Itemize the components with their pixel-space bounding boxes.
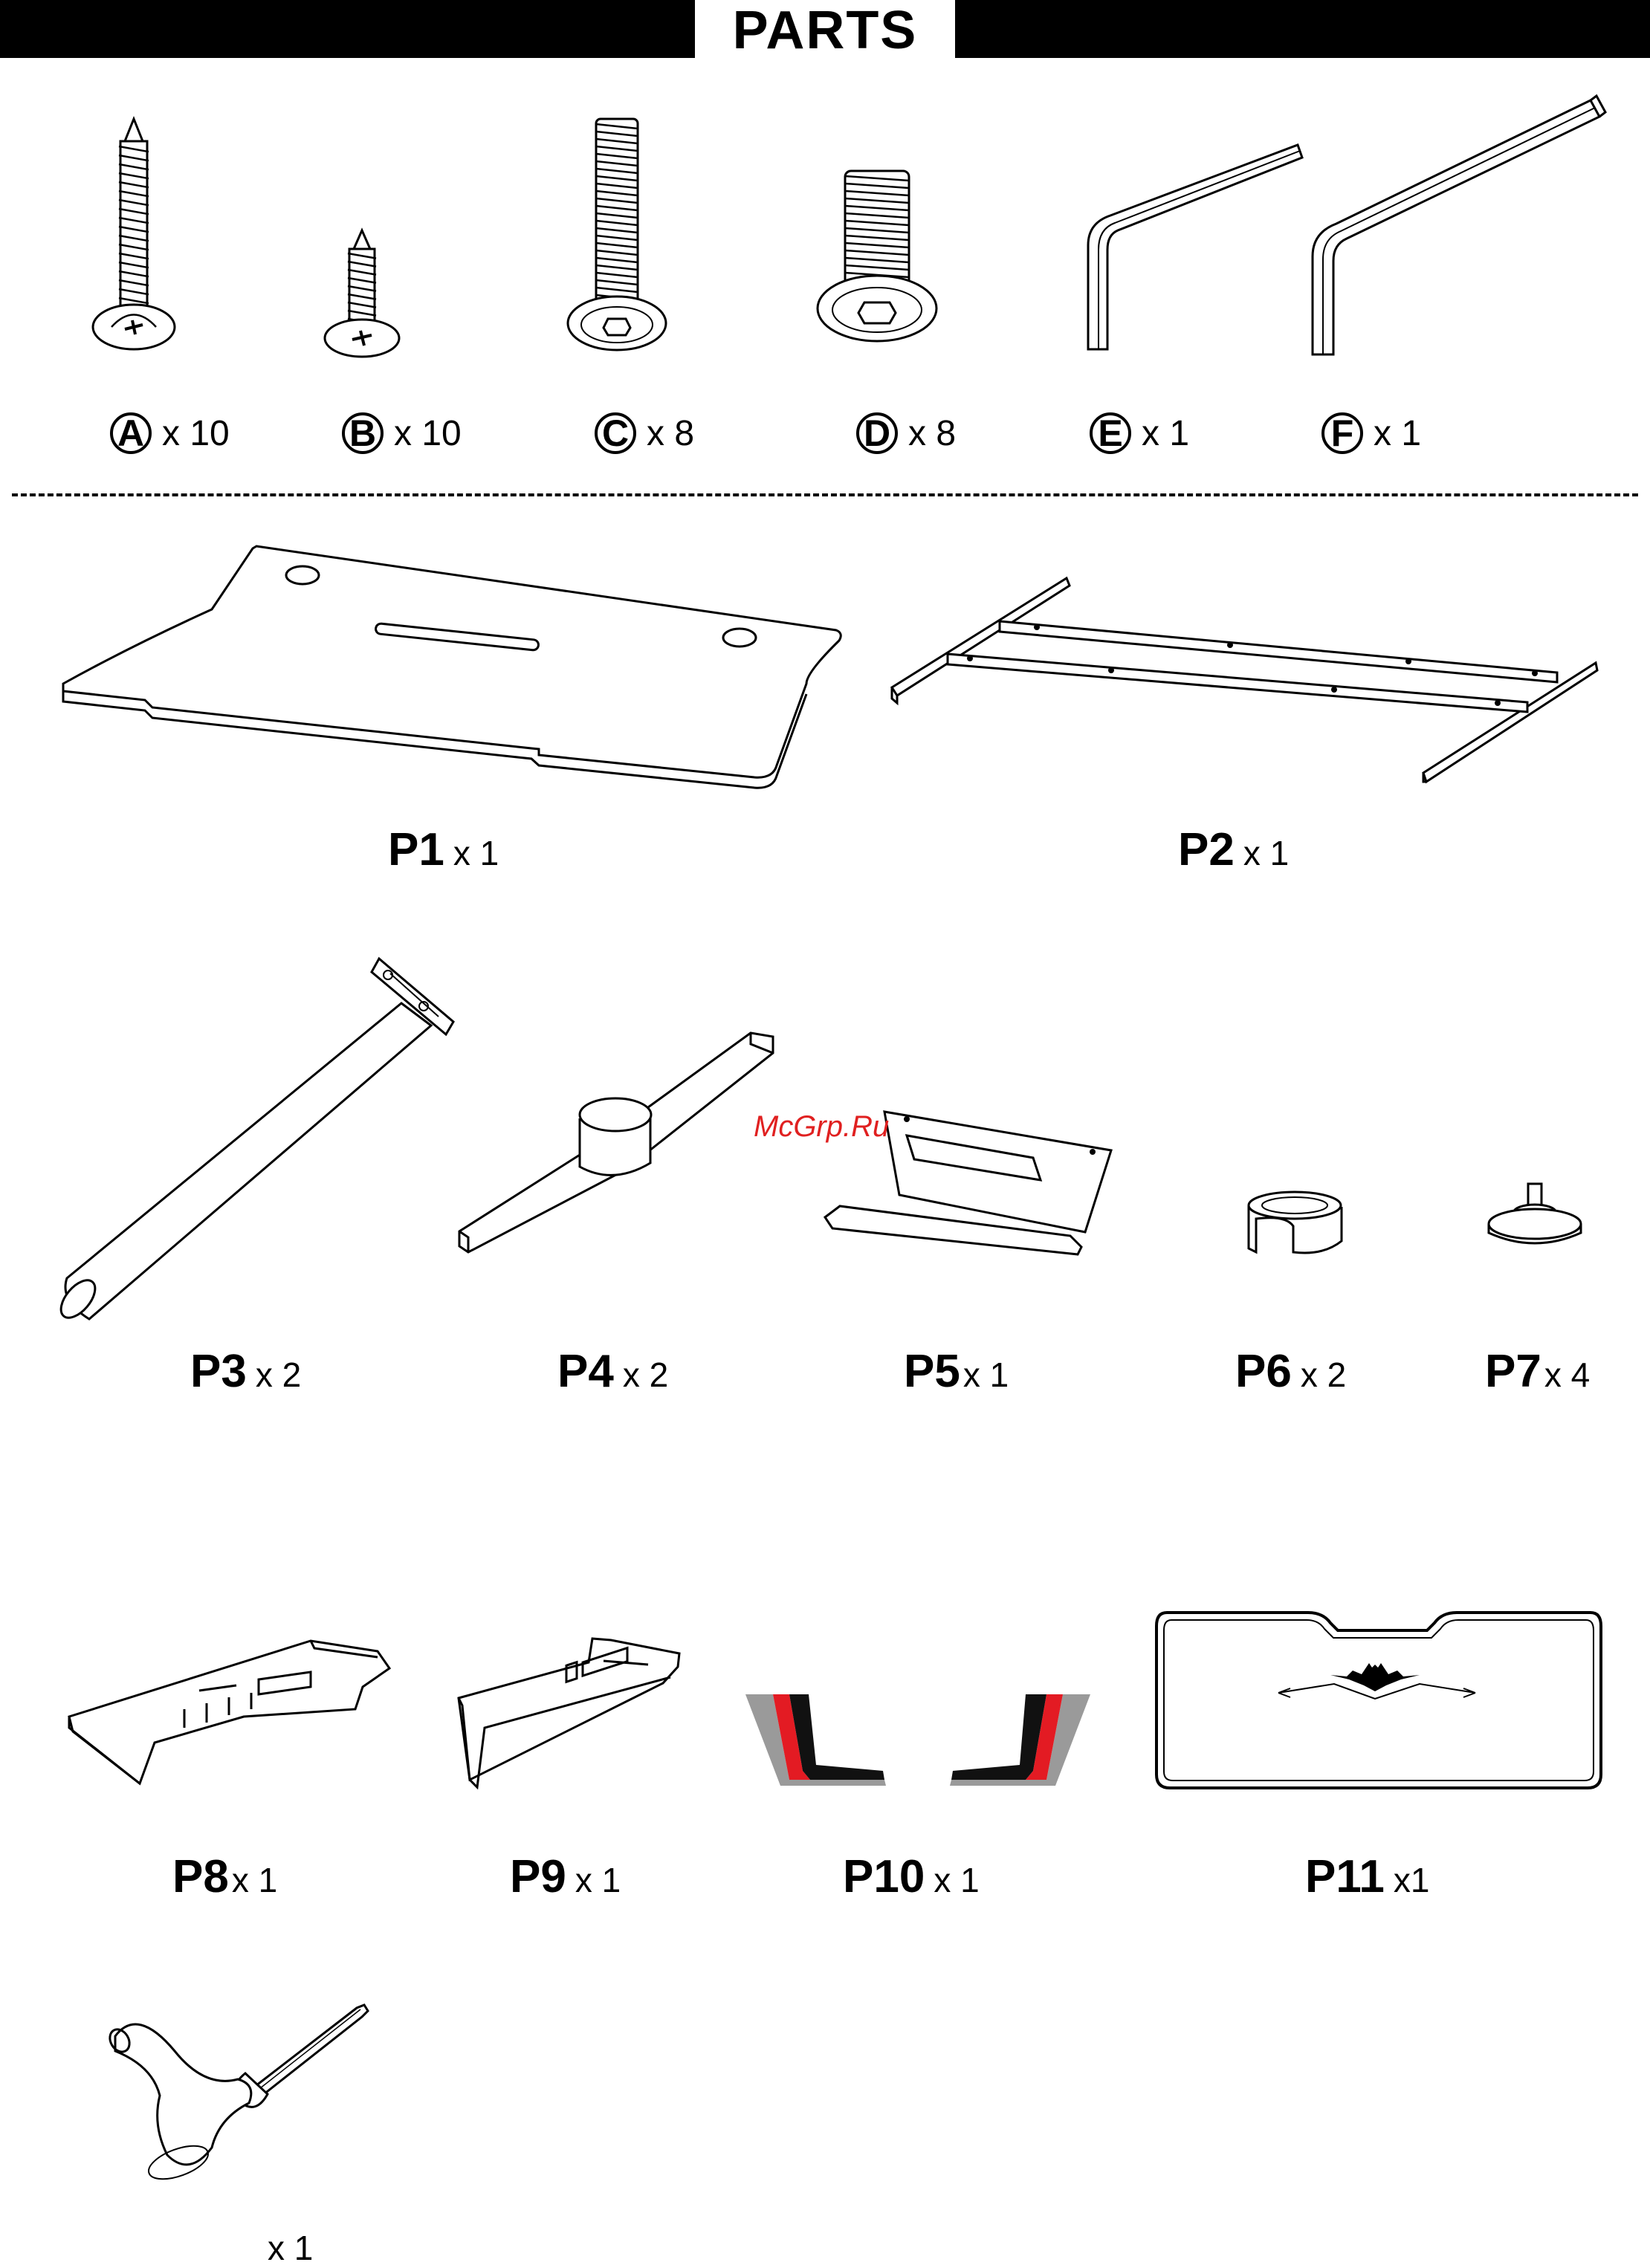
clip-p6-drawing (1234, 1189, 1353, 1263)
part-qty-p10: x 1 (934, 1860, 979, 1900)
fastener-letter-a: A (110, 412, 152, 454)
part-qty-p3: x 2 (256, 1355, 301, 1395)
screwdriver-label: x 1 (268, 2228, 313, 2268)
fastener-letter-d: D (856, 412, 898, 454)
mousepad-p11-drawing (1152, 1604, 1605, 1793)
part-label-p8: P8 x 1 (172, 1850, 277, 1903)
fastener-qty-c: x 8 (647, 413, 694, 454)
fastener-qty-b: x 10 (394, 413, 462, 454)
part-label-p3: P3 x 2 (190, 1345, 301, 1398)
leg-p3-drawing (52, 951, 461, 1330)
fastener-letter-b: B (342, 412, 384, 454)
frame-p2-drawing (888, 572, 1602, 788)
part-code-p9: P9 (510, 1850, 566, 1903)
part-label-p6: P6 x 2 (1235, 1345, 1346, 1398)
part-qty-p7: x 4 (1544, 1355, 1590, 1395)
fastener-letter-e: E (1090, 412, 1131, 454)
screw-d-drawing (814, 167, 940, 360)
screw-b-drawing (321, 227, 403, 360)
part-label-p2: P2 x 1 (1178, 823, 1289, 876)
desktop-p1-drawing (63, 542, 851, 788)
fastener-label-d: D x 8 (856, 407, 956, 459)
screw-a-drawing (89, 115, 178, 360)
page-title: PARTS (0, 0, 1650, 59)
part-qty-p4: x 2 (623, 1355, 668, 1395)
part-qty-p8: x 1 (232, 1860, 277, 1900)
part-label-p5: P5 x 1 (904, 1345, 1009, 1398)
part-label-p7: P7 x 4 (1485, 1345, 1590, 1398)
part-code-p3: P3 (190, 1345, 247, 1398)
part-code-p8: P8 (172, 1850, 229, 1903)
watermark-text: McGrp.Ru (754, 1110, 889, 1144)
fastener-qty-d: x 8 (908, 413, 956, 454)
part-label-p10: P10 x 1 (843, 1850, 980, 1903)
fastener-qty-e: x 1 (1142, 413, 1189, 454)
part-code-p11: P11 (1305, 1850, 1385, 1903)
fastener-letter-f: F (1321, 412, 1363, 454)
part-code-p4: P4 (557, 1345, 614, 1398)
allen-key-f-drawing (1308, 93, 1605, 360)
fastener-qty-a: x 10 (162, 413, 230, 454)
fastener-label-b: B x 10 (342, 407, 462, 459)
part-code-p5: P5 (904, 1345, 960, 1398)
panel-p8-drawing (65, 1635, 392, 1791)
part-qty-p5: x 1 (963, 1355, 1009, 1395)
fastener-label-f: F x 1 (1321, 407, 1421, 459)
part-code-p1: P1 (388, 823, 444, 876)
part-code-p2: P2 (1178, 823, 1235, 876)
screwdriver-drawing (108, 1999, 390, 2185)
part-code-p10: P10 (843, 1850, 925, 1903)
fastener-label-c: C x 8 (595, 407, 694, 459)
part-label-p1: P1 x 1 (388, 823, 499, 876)
part-qty-p9: x 1 (575, 1860, 621, 1900)
part-label-p11: P11 x1 (1305, 1850, 1430, 1903)
fastener-label-a: A x 10 (110, 407, 230, 459)
fastener-label-e: E x 1 (1090, 407, 1189, 459)
part-label-p4: P4 x 2 (557, 1345, 668, 1398)
part-qty-p11: x1 (1394, 1860, 1430, 1900)
screwdriver-qty: x 1 (268, 2228, 313, 2268)
allen-key-e-drawing (1078, 141, 1308, 357)
part-code-p6: P6 (1235, 1345, 1292, 1398)
screw-c-drawing (565, 115, 669, 360)
part-qty-p2: x 1 (1243, 833, 1289, 873)
leveler-p7-drawing (1485, 1178, 1589, 1252)
part-label-p9: P9 x 1 (510, 1850, 621, 1903)
part-code-p7: P7 (1485, 1345, 1541, 1398)
section-divider (12, 493, 1638, 496)
fastener-letter-c: C (595, 412, 636, 454)
part-qty-p1: x 1 (453, 833, 499, 873)
fastener-qty-f: x 1 (1374, 413, 1421, 454)
part-qty-p6: x 2 (1301, 1355, 1346, 1395)
trim-p10-drawing (743, 1691, 1093, 1787)
foot-p4-drawing (453, 1029, 780, 1260)
panel-p9-drawing (455, 1631, 685, 1795)
